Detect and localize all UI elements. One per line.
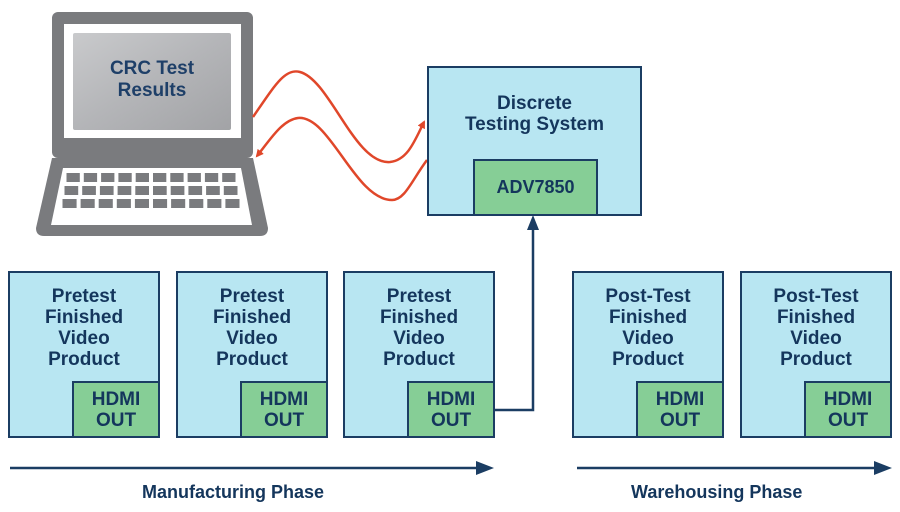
keyboard-key [153, 186, 167, 195]
product-box: Pretest Finished Video Product HDMI OUT [176, 271, 328, 438]
signal-to-system [251, 70, 426, 164]
keyboard-key [98, 199, 113, 208]
laptop-icon [36, 12, 268, 236]
laptop-screen-text: CRC Test Results [109, 58, 195, 101]
product-title: Post-Test Finished Video Product [605, 286, 691, 370]
keyboard-key [99, 186, 114, 195]
keyboard-key [135, 173, 149, 182]
warehousing-phase-label: Warehousing Phase [631, 482, 803, 502]
keyboard-key [80, 199, 95, 208]
laptop-keyboard-area [51, 168, 252, 225]
product-box: Post-Test Finished Video Product HDMI OU… [572, 271, 724, 438]
laptop-screen [73, 33, 231, 130]
keyboard-key [64, 186, 79, 195]
keyboard-key [82, 186, 96, 195]
hdmi-out-port: HDMI OUT [636, 381, 724, 438]
keyboard-key [83, 173, 98, 182]
keyboard-key [153, 199, 168, 208]
manufacturing-arrowhead [476, 461, 494, 475]
keyboard-key [223, 186, 238, 195]
keyboard-key [101, 173, 115, 182]
manufacturing-phase-label: Manufacturing Phase [142, 482, 325, 502]
product-box: Post-Test Finished Video Product HDMI OU… [740, 271, 892, 438]
keyboard-key [225, 199, 240, 208]
keyboard-key [170, 173, 184, 182]
keyboard-key [187, 173, 201, 182]
keyboard-key [222, 173, 236, 182]
product-title: Pretest Finished Video Product [379, 286, 459, 370]
hdmi-out-port: HDMI OUT [407, 381, 495, 438]
keyboard-key [189, 199, 204, 208]
keyboard-key [62, 199, 77, 208]
warehousing-arrowhead [874, 461, 892, 475]
discrete-testing-system: Discrete Testing System ADV7850 [427, 66, 642, 216]
keyboard-key [170, 186, 185, 195]
keyboard-key [204, 173, 219, 182]
product-title: Pretest Finished Video Product [44, 286, 124, 370]
hdmi-out-port: HDMI OUT [804, 381, 892, 438]
keyboard-key [153, 173, 167, 182]
discrete-system-title: Discrete Testing System [464, 93, 605, 135]
hdmi-out-port: HDMI OUT [72, 381, 160, 438]
product-title: Pretest Finished Video Product [212, 286, 292, 370]
keyboard-keys [62, 173, 240, 208]
connector-arrowhead [527, 215, 539, 230]
keyboard-key [207, 199, 222, 208]
hdmi-out-port: HDMI OUT [240, 381, 328, 438]
product-box: Pretest Finished Video Product HDMI OUT [343, 271, 495, 438]
keyboard-key [188, 186, 203, 195]
keyboard-key [135, 186, 149, 195]
hdmi-connector-line [494, 228, 535, 412]
adv7850-chip: ADV7850 [473, 159, 598, 216]
keyboard-key [171, 199, 186, 208]
keyboard-key [134, 199, 149, 208]
keyboard-key [117, 186, 132, 195]
keyboard-key [206, 186, 220, 195]
signal-to-laptop [255, 116, 429, 202]
keyboard-key [66, 173, 80, 182]
keyboard-key [118, 173, 132, 182]
product-title: Post-Test Finished Video Product [773, 286, 859, 370]
keyboard-key [116, 199, 131, 208]
product-box: Pretest Finished Video Product HDMI OUT [8, 271, 160, 438]
